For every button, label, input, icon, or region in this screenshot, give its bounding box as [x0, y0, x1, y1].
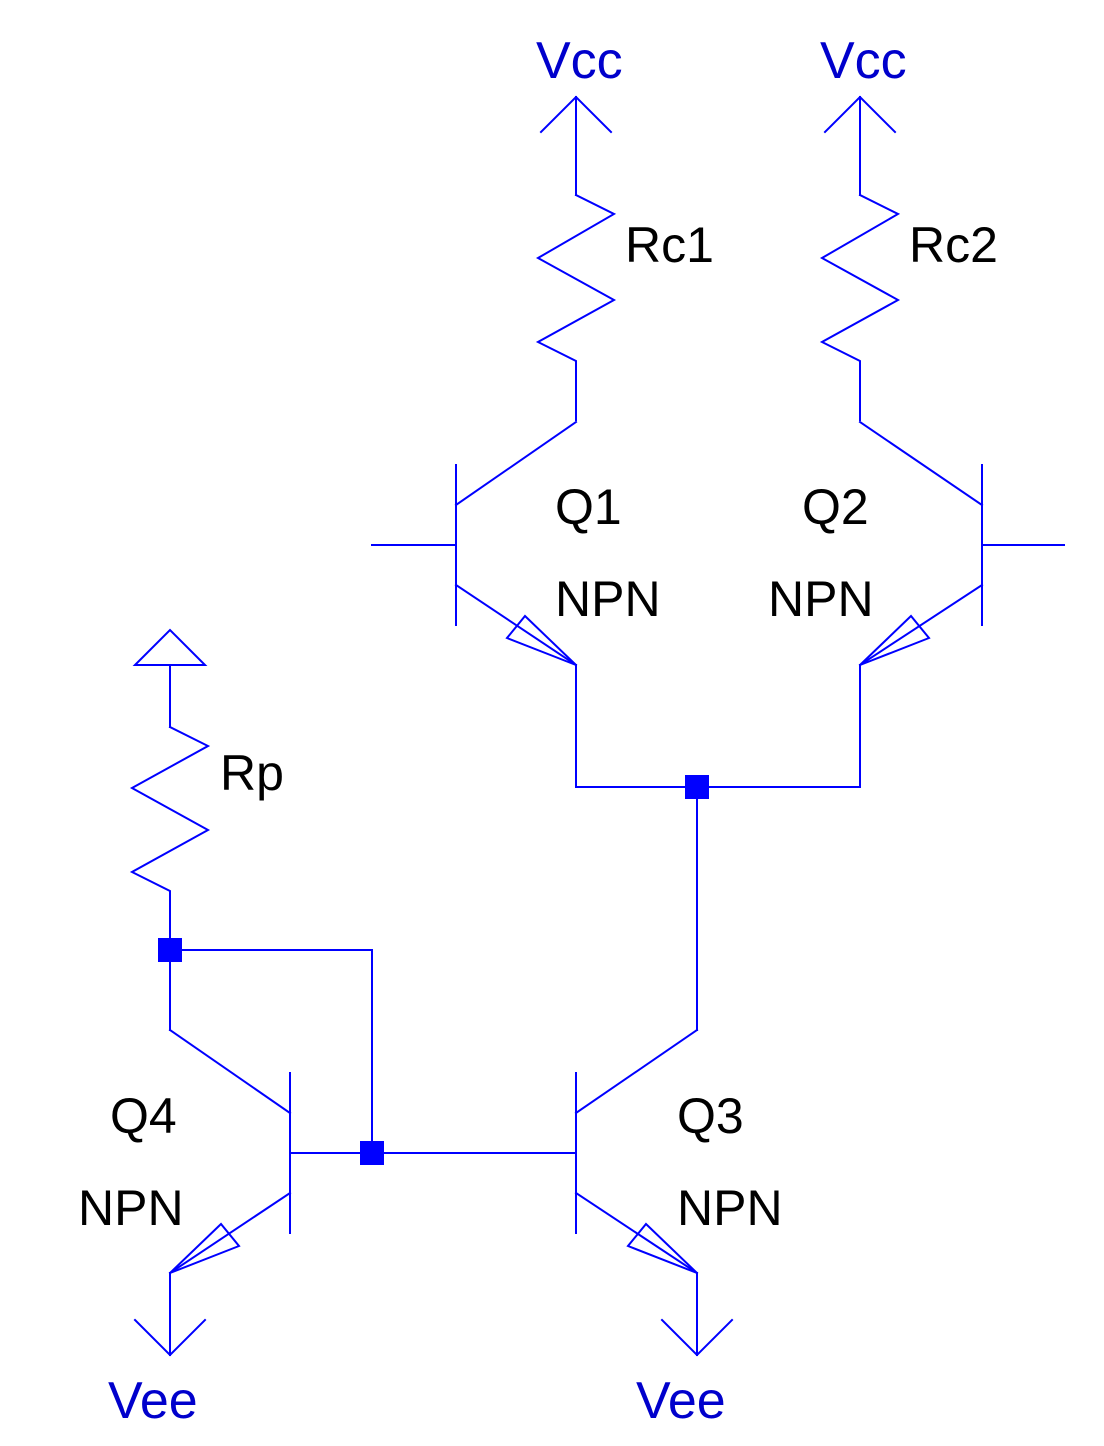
rc1-label: Rc1 — [625, 217, 714, 273]
tail-junction — [685, 775, 709, 799]
q3-type-label: NPN — [677, 1180, 783, 1236]
vee-right-label: Vee — [636, 1372, 726, 1430]
vee-left-label: Vee — [108, 1372, 198, 1430]
vcc-right-label: Vcc — [820, 32, 907, 90]
rp-label: Rp — [220, 745, 284, 801]
transistor-q3 — [574, 1028, 699, 1275]
q4-name-label: Q4 — [110, 1088, 177, 1144]
q3-name-label: Q3 — [677, 1088, 744, 1144]
rc2-label: Rc2 — [909, 217, 998, 273]
rp-supply-symbol — [132, 628, 208, 728]
q2-type-label: NPN — [768, 571, 874, 627]
transistor-q2 — [858, 420, 1065, 667]
q4-type-label: NPN — [78, 1180, 184, 1236]
base-junction — [360, 1141, 384, 1165]
resistor-rp — [129, 725, 211, 951]
tail-node-wires — [575, 664, 861, 1031]
q1-type-label: NPN — [555, 571, 661, 627]
resistor-rc2 — [819, 193, 901, 421]
vee-right-symbol — [660, 1272, 734, 1357]
transistor-q4 — [168, 1028, 292, 1275]
q2-name-label: Q2 — [802, 479, 869, 535]
rp-junction — [158, 938, 182, 962]
vcc-left-label: Vcc — [536, 32, 623, 90]
vee-left-symbol — [133, 1272, 207, 1357]
bias-wires — [169, 949, 577, 1154]
transistor-q1 — [371, 420, 578, 667]
resistor-rc1 — [535, 193, 617, 421]
q1-name-label: Q1 — [555, 479, 622, 535]
vcc-right-symbol — [823, 95, 897, 196]
vcc-left-symbol — [539, 95, 613, 196]
